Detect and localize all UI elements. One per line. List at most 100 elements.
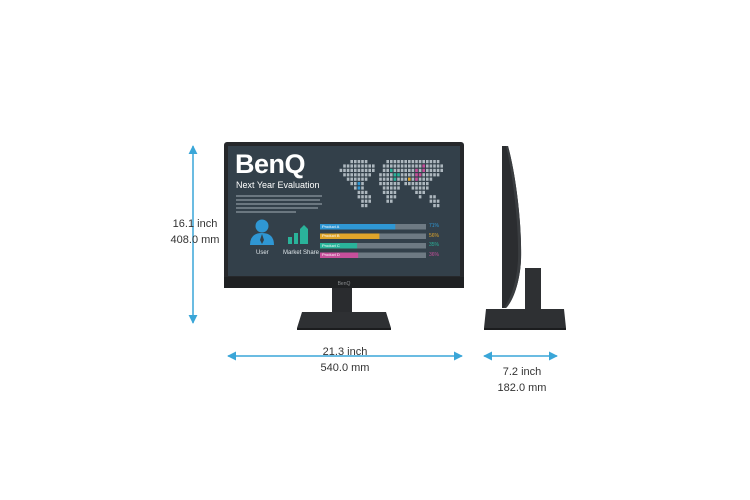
map-dot <box>422 177 425 181</box>
map-dot <box>357 160 361 164</box>
map-dot <box>426 186 429 190</box>
map-dot <box>433 168 436 172</box>
map-dot <box>433 195 436 199</box>
map-dot <box>408 173 411 177</box>
map-dot <box>426 173 429 177</box>
width-inch: 21.3 inch <box>322 346 368 358</box>
map-dot <box>379 173 382 177</box>
map-dot <box>397 177 400 181</box>
map-dot <box>372 164 375 168</box>
map-dot <box>393 168 397 172</box>
map-dot <box>354 182 357 186</box>
market-share-icon <box>288 225 308 244</box>
map-dot <box>390 168 393 172</box>
map-dot <box>422 186 425 190</box>
map-dot <box>393 160 397 164</box>
map-dot <box>397 173 400 177</box>
map-dot <box>386 199 389 203</box>
map-dot <box>361 204 364 208</box>
product-bar-fill <box>320 243 358 249</box>
map-dot <box>346 173 350 177</box>
width-mm: 540.0 mm <box>320 362 370 374</box>
map-dot <box>343 173 346 177</box>
product-bar-fill <box>320 252 359 258</box>
map-dot <box>386 186 389 190</box>
product-bar-track <box>320 243 426 249</box>
map-dot <box>418 164 422 168</box>
map-dot <box>357 173 361 177</box>
map-dot <box>361 177 364 181</box>
map-dot <box>364 168 368 172</box>
map-dot <box>397 164 400 168</box>
map-dot <box>429 168 433 172</box>
product-bar-fill <box>320 233 380 239</box>
map-dot <box>404 168 407 172</box>
map-dot <box>436 160 440 164</box>
map-dot <box>364 173 368 177</box>
product-name: Product A <box>322 223 340 229</box>
map-dot <box>433 160 436 164</box>
map-dot <box>415 190 418 194</box>
side-panel-edge <box>504 146 522 308</box>
screen-body-text <box>236 193 322 215</box>
map-dot <box>390 164 393 168</box>
map-dot <box>415 186 418 190</box>
map-dot <box>411 182 415 186</box>
map-dot <box>397 186 400 190</box>
map-dot <box>390 190 393 194</box>
map-dot <box>350 168 353 172</box>
map-dot <box>426 164 429 168</box>
side-panel <box>502 146 522 308</box>
map-dot <box>415 160 418 164</box>
map-dot <box>382 186 386 190</box>
map-dot <box>422 164 425 168</box>
map-dot <box>404 182 407 186</box>
map-dot <box>350 164 353 168</box>
side-stand <box>525 268 541 310</box>
map-dot <box>440 168 443 172</box>
map-dot <box>415 168 418 172</box>
product-bars <box>320 224 426 258</box>
map-dot <box>422 173 425 177</box>
side-monitor <box>484 146 566 330</box>
map-dot <box>386 177 389 181</box>
map-dot <box>350 182 353 186</box>
map-dot <box>415 164 418 168</box>
product-percent: 71% <box>429 223 440 229</box>
map-dot <box>418 168 422 172</box>
map-dot <box>346 177 350 181</box>
map-dot <box>354 177 357 181</box>
map-dot <box>368 168 371 172</box>
map-dot <box>393 190 397 194</box>
map-dot <box>350 173 353 177</box>
map-dot <box>400 173 404 177</box>
map-dot <box>361 164 364 168</box>
map-dot <box>433 199 436 203</box>
map-dot <box>408 160 411 164</box>
bezel-chin <box>224 277 464 288</box>
map-dot <box>411 177 415 181</box>
map-dot <box>415 177 418 181</box>
map-dot <box>364 164 368 168</box>
map-dot <box>390 182 393 186</box>
map-dot <box>339 168 343 172</box>
map-dot <box>422 160 425 164</box>
map-dot <box>379 177 382 181</box>
map-dot <box>354 186 357 190</box>
map-dot <box>400 164 404 168</box>
map-dot <box>418 186 422 190</box>
map-dot <box>411 160 415 164</box>
map-dot <box>429 173 433 177</box>
map-dot <box>426 182 429 186</box>
product-percent: 35% <box>429 242 440 248</box>
depth-mm: 182.0 mm <box>497 382 547 394</box>
screen-headline: Next Year Evaluation <box>236 180 320 190</box>
map-dot <box>386 164 389 168</box>
map-dot <box>436 168 440 172</box>
map-dot <box>393 164 397 168</box>
screen-brand-logo: BenQ <box>235 149 306 179</box>
world-map-graphic <box>339 160 443 208</box>
map-dot <box>436 204 440 208</box>
height-inch: 16.1 inch <box>172 218 218 230</box>
map-dot <box>364 195 368 199</box>
